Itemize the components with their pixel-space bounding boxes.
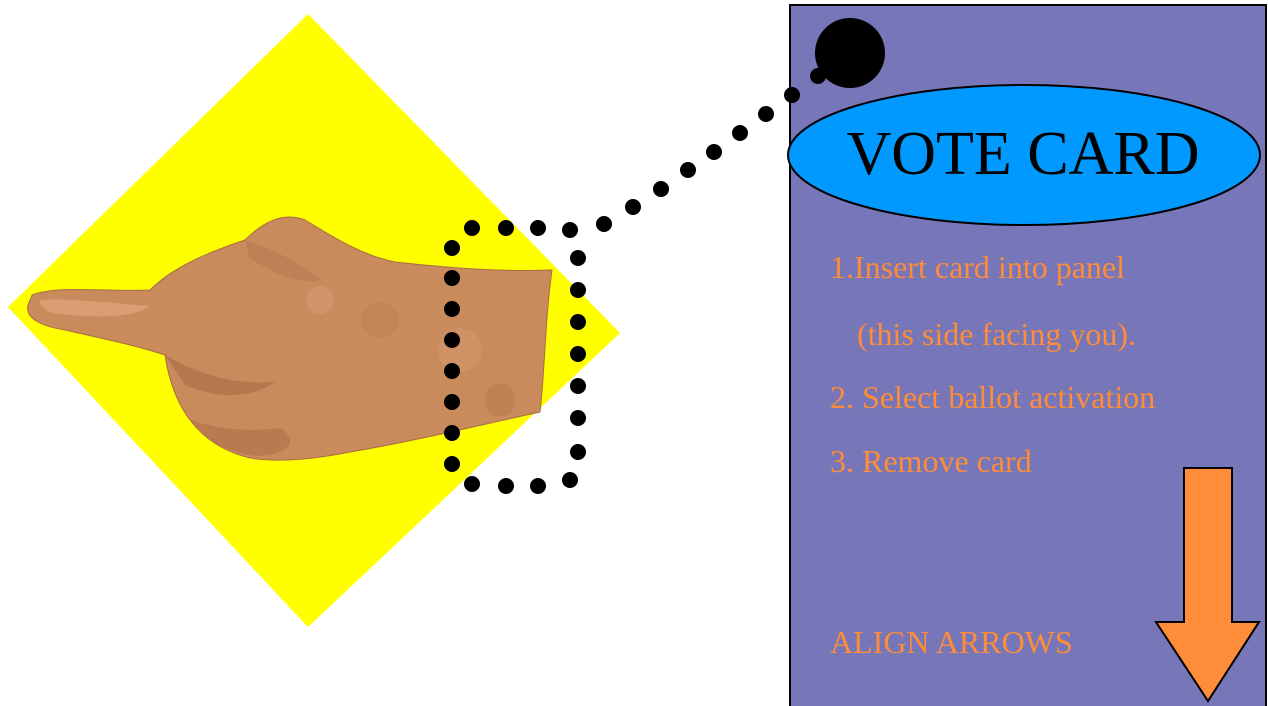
step-2: 2. Select ballot activation (830, 378, 1155, 416)
align-arrows-label: ALIGN ARROWS (830, 623, 1073, 661)
step-1: 1.Insert card into panel (830, 248, 1125, 286)
card-title: VOTE CARD (793, 118, 1253, 190)
step-1-note: (this side facing you). (857, 315, 1136, 353)
step-3: 3. Remove card (830, 442, 1032, 480)
